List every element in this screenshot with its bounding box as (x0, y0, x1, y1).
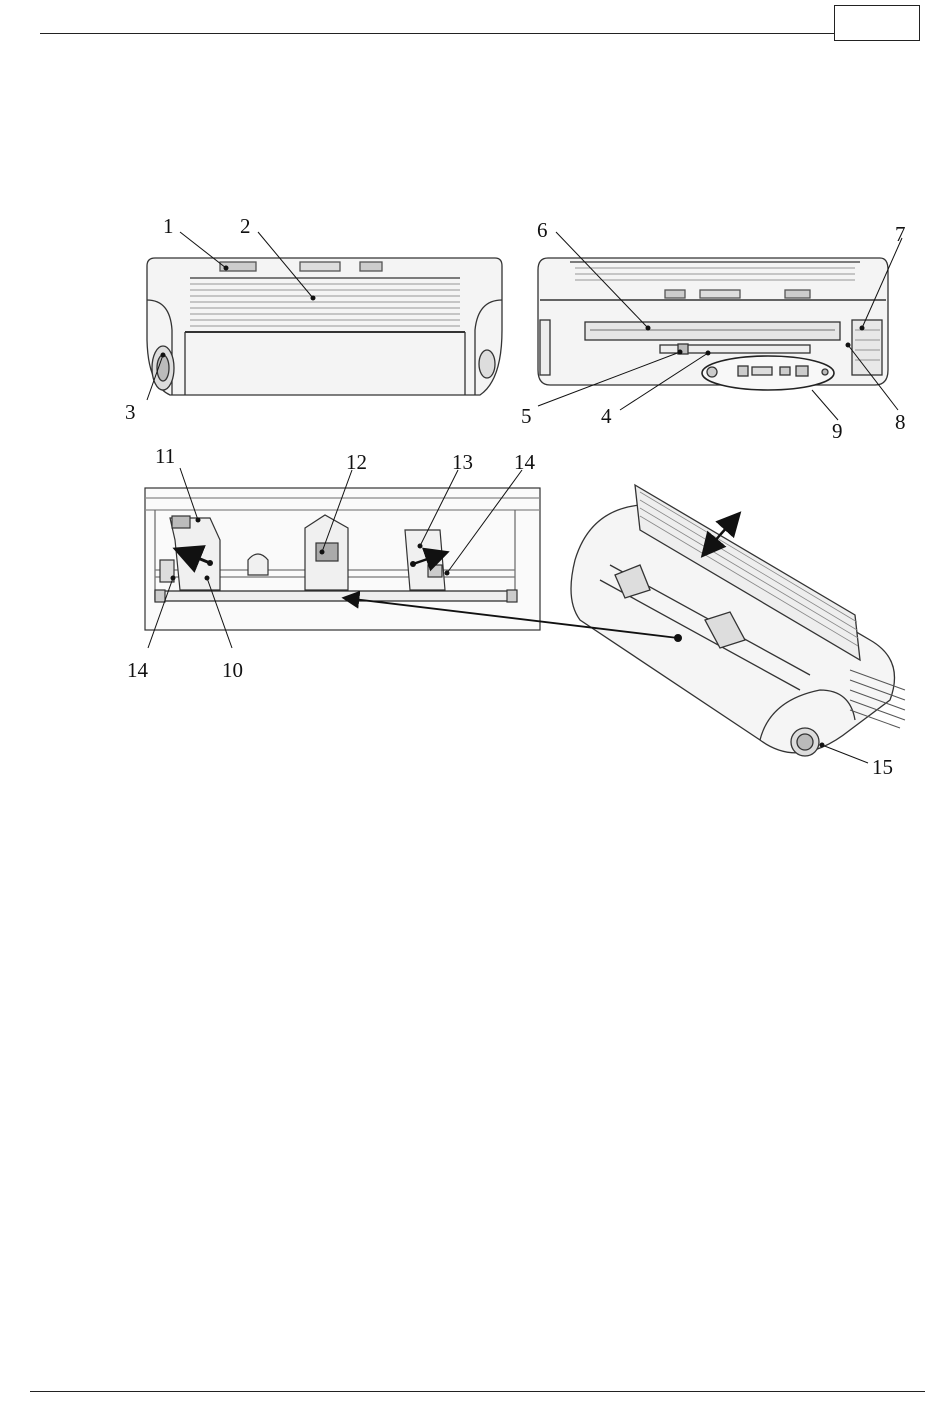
callout-4: 4 (601, 406, 612, 427)
interior-view (145, 488, 540, 630)
callout-13: 13 (452, 452, 473, 473)
perspective-view (571, 485, 905, 756)
callout-7: 7 (895, 224, 906, 245)
front-view (147, 258, 502, 395)
callout-10: 10 (222, 660, 243, 681)
callout-14-left: 14 (127, 660, 148, 681)
callout-14-right: 14 (514, 452, 535, 473)
callout-2: 2 (240, 216, 251, 237)
paper-guide-bar (585, 322, 840, 340)
callout-9: 9 (832, 421, 843, 442)
callout-3: 3 (125, 402, 136, 423)
callout-1: 1 (163, 216, 174, 237)
platen-bar (155, 591, 515, 601)
callout-8: 8 (895, 412, 906, 433)
footer-rule (30, 1391, 925, 1392)
callout-11: 11 (155, 446, 175, 467)
callout-5: 5 (521, 406, 532, 427)
vent-grille (852, 320, 882, 375)
callout-15: 15 (872, 757, 893, 778)
rear-view (538, 258, 888, 390)
callout-6: 6 (537, 220, 548, 241)
callout-12: 12 (346, 452, 367, 473)
